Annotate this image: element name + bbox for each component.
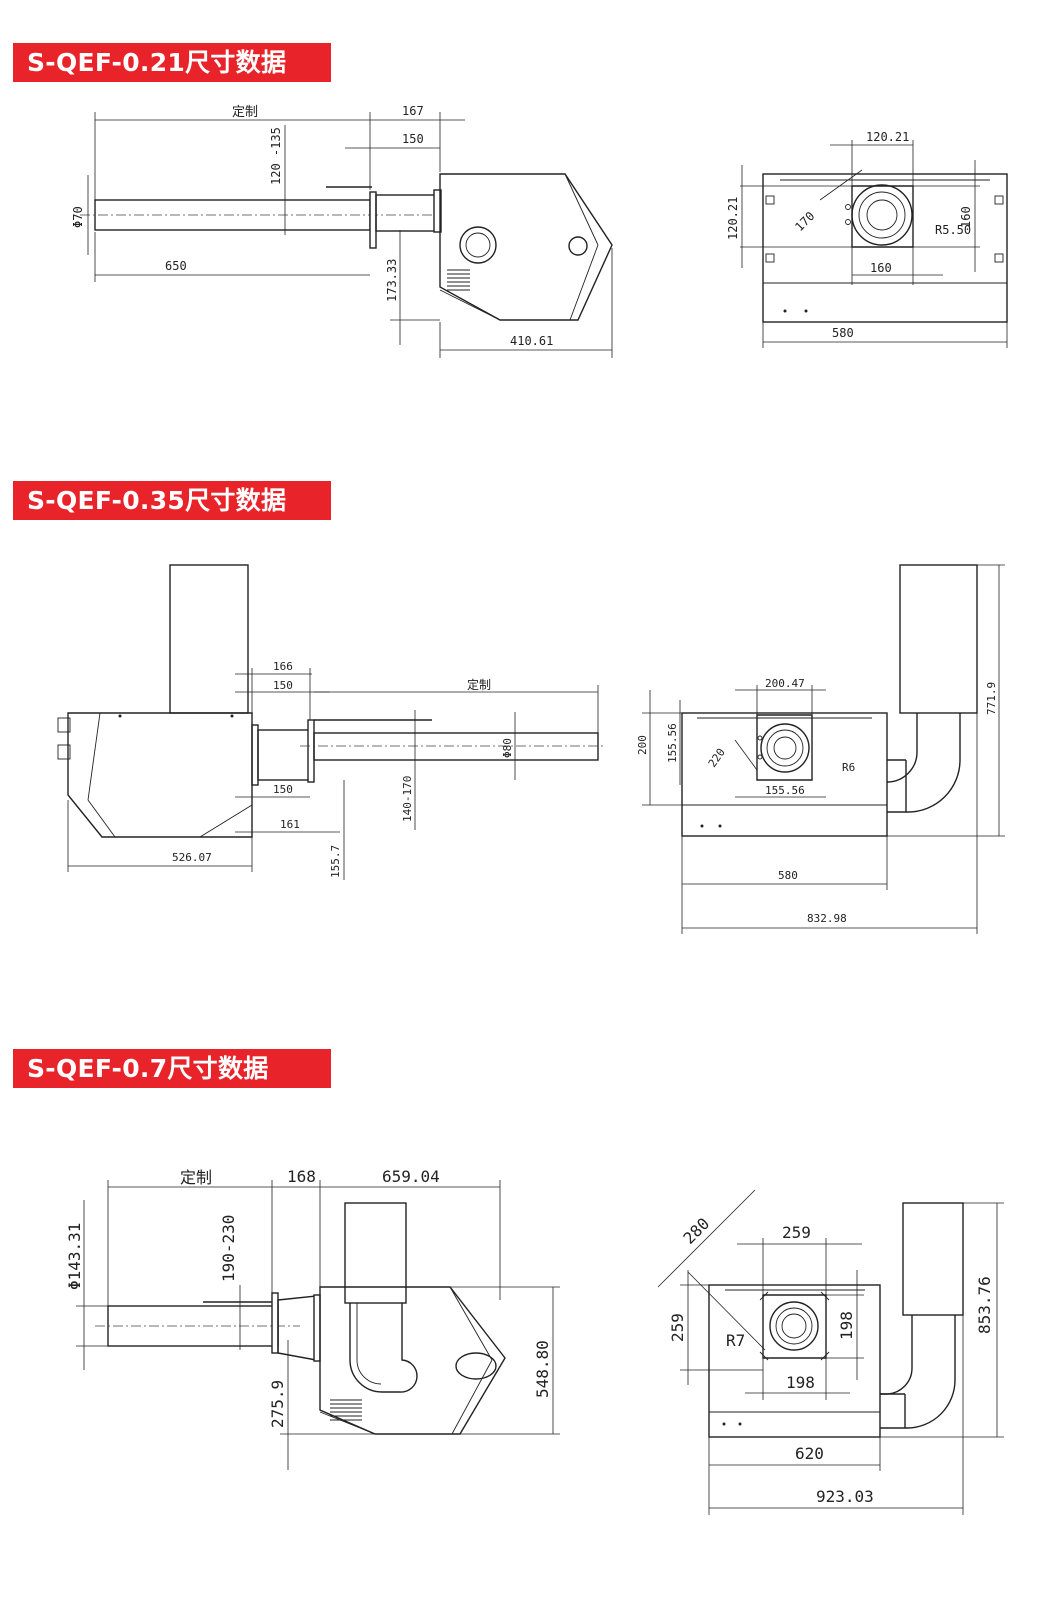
dim-198-vert: 198	[837, 1311, 856, 1340]
dim-161: 161	[280, 818, 300, 831]
dim-280: 280	[679, 1214, 713, 1248]
dim-190-230: 190-230	[219, 1215, 238, 1282]
dim-548-80: 548.80	[533, 1340, 552, 1398]
dim-155-7: 155.7	[329, 845, 342, 878]
dim-771-9: 771.9	[985, 682, 998, 715]
dim-160-vert: 160	[959, 206, 973, 228]
dim-155-56-vert: 155.56	[666, 723, 679, 763]
dim-custom: 定制	[467, 677, 491, 692]
dim-166: 166	[273, 660, 293, 673]
dim-120-21-top: 120.21	[866, 130, 909, 144]
dim-custom: 定制	[232, 105, 258, 120]
dim-phi143-31: Φ143.31	[65, 1223, 84, 1290]
dim-620: 620	[795, 1444, 824, 1463]
dim-167: 167	[402, 104, 424, 118]
side-view-drawing-0-7: 定制 168 659.04 Φ143.31 190-230 275.9 548.…	[65, 1167, 560, 1470]
dim-580: 580	[832, 326, 854, 340]
dim-832-98: 832.98	[807, 912, 847, 925]
dim-150: 150	[402, 132, 424, 146]
dim-198-horiz: 198	[786, 1373, 815, 1392]
dim-phi70: Φ70	[71, 206, 85, 228]
dim-150-bottom: 150	[273, 783, 293, 796]
dim-r6: R6	[842, 761, 855, 774]
dim-259-vert: 259	[668, 1313, 687, 1342]
dim-173-33: 173.33	[385, 259, 399, 302]
dim-659-04: 659.04	[382, 1167, 440, 1186]
front-view-drawing-0-7: 280 259 259 R7 198 198 853.76 620 923.03	[657, 1189, 1004, 1515]
dim-168: 168	[287, 1167, 316, 1186]
side-view-drawing-0-21: 定制 167 150 120 -135 Φ70 650 173.33 410.6…	[71, 104, 613, 358]
dim-r5-50: R5.50	[935, 223, 971, 237]
dim-150-top: 150	[273, 679, 293, 692]
dim-155-56-horiz: 155.56	[765, 784, 805, 797]
dim-phi80: Φ80	[501, 738, 514, 758]
dim-140-170: 140-170	[401, 776, 414, 822]
dim-526-07: 526.07	[172, 851, 212, 864]
dim-r7: R7	[726, 1331, 745, 1350]
dim-220: 220	[706, 746, 728, 770]
section-title-0-7: S-QEF-0.7尺寸数据	[13, 1049, 331, 1088]
dim-580: 580	[778, 869, 798, 882]
dim-170: 170	[792, 209, 817, 234]
dim-275-9: 275.9	[268, 1380, 287, 1428]
dim-200: 200	[636, 735, 649, 755]
dim-120-21-left: 120.21	[726, 197, 740, 240]
section-title-0-21: S-QEF-0.21尺寸数据	[13, 43, 331, 82]
dim-200-47: 200.47	[765, 677, 805, 690]
dim-120-135: 120 -135	[269, 127, 283, 185]
side-view-drawing-0-35: 166 150 定制 Φ80 140-170 150 161 526.07 15…	[57, 564, 605, 880]
dim-160-horiz: 160	[870, 261, 892, 275]
dim-410-61: 410.61	[510, 334, 553, 348]
dim-259-horiz: 259	[782, 1223, 811, 1242]
dim-853-76: 853.76	[975, 1276, 994, 1334]
front-view-drawing-0-21: 120.21 170 120.21 R5.50 160 160 580	[726, 130, 1008, 348]
section-title-0-35: S-QEF-0.35尺寸数据	[13, 481, 331, 520]
dim-custom: 定制	[180, 1168, 212, 1187]
dim-923-03: 923.03	[816, 1487, 874, 1506]
front-view-drawing-0-35: 200.47 200 155.56 220 R6 155.56 771.9 58…	[636, 564, 1005, 934]
dim-650: 650	[165, 259, 187, 273]
